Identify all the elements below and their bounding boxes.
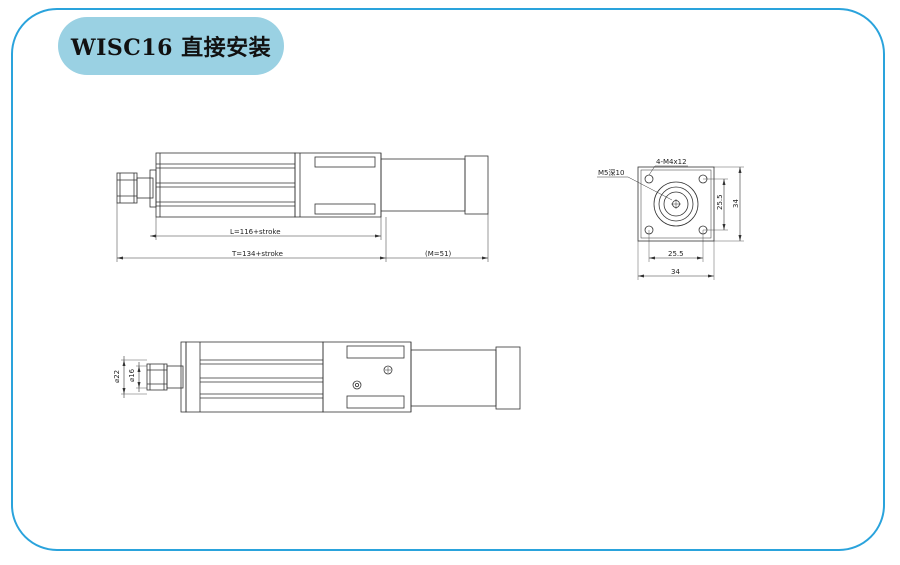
piston-rod [136,177,154,199]
motor-end-cap [464,155,489,215]
page-title: WISC16 直接安装 [70,35,272,61]
dim-inner-h-label: 25.5 [668,250,684,258]
dim-t-label: T=134+stroke [231,250,283,258]
outer-frame [11,8,885,551]
holes-label: 4-M4x12 [656,158,687,166]
side-view: L=116+stroke T=134+stroke (M=51) [116,152,489,262]
flange-square [637,166,715,242]
dim-l-label: L=116+stroke [230,228,281,236]
dim-outer-v-label: 34 [732,199,740,208]
dim-d16-label: ⌀16 [128,368,136,382]
dim-d22-label: ⌀22 [113,370,121,383]
dim-inner-v-label: 25.5 [716,194,724,210]
motor-end-cap-top [495,346,521,410]
motor-top [410,349,497,407]
actuator-body-top [185,341,324,413]
actuator-body [155,152,296,218]
end-view: M5深10 4-M4x12 25.5 34 25.5 34 [597,158,744,280]
dim-m-label: (M=51) [425,250,452,258]
drive-housing-top [322,341,412,413]
screw-head [383,365,393,375]
boss-outer [653,181,699,227]
dim-outer-h-label: 34 [671,268,680,276]
motor [380,158,466,212]
top-view: ⌀22 ⌀16 [113,341,521,413]
drive-housing [294,152,382,218]
mount-hole [644,174,654,184]
port-hole [352,380,362,390]
thread-label: M5深10 [598,168,624,177]
title-badge: WISC16 直接安装 [58,17,284,75]
